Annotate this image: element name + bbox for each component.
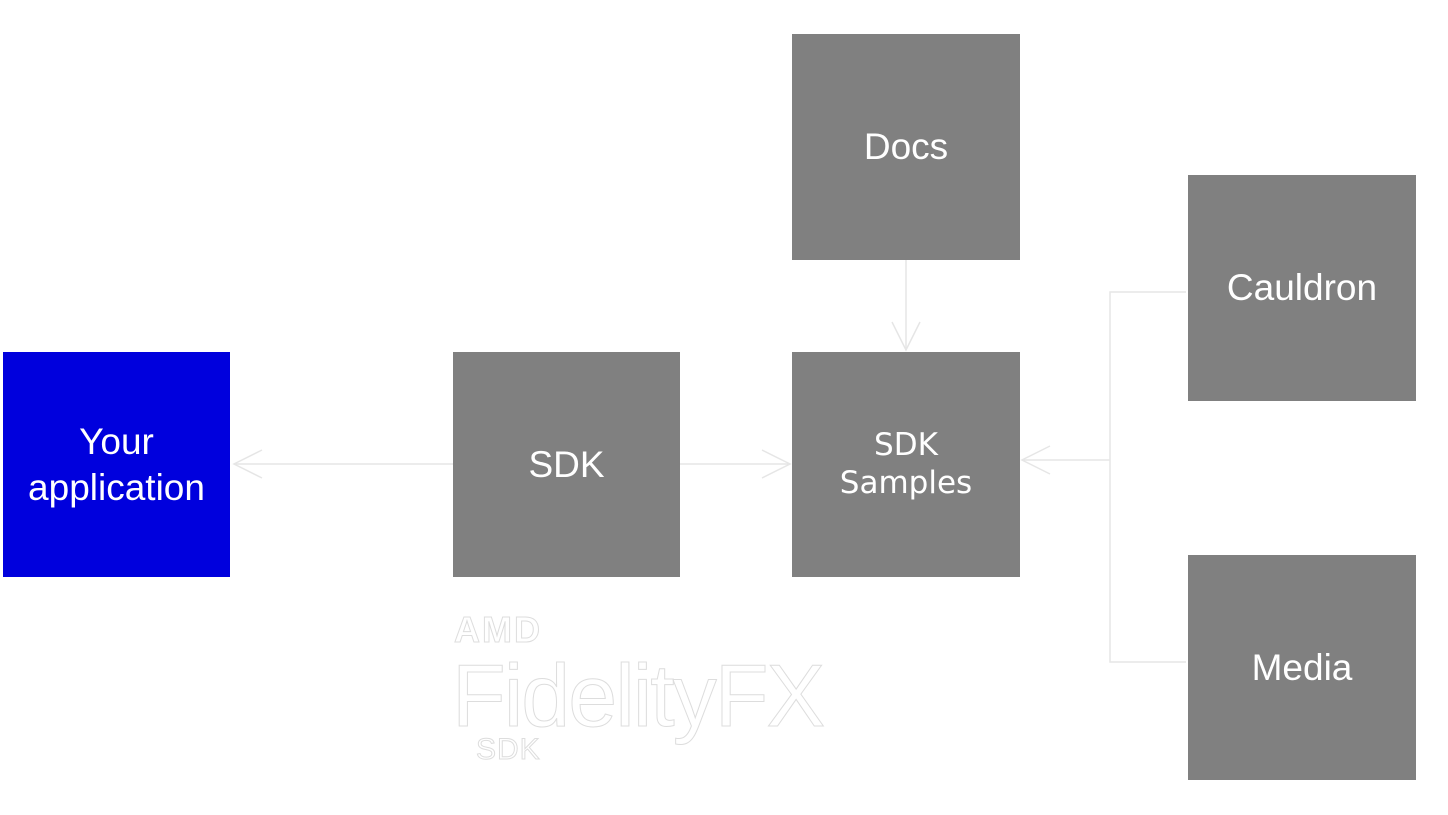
node-cauldron[interactable]: Cauldron — [1188, 175, 1416, 401]
arrowhead-samples-right — [1020, 445, 1051, 475]
node-cauldron-label: Cauldron — [1226, 267, 1378, 309]
node-sdk-samples[interactable]: SDK Samples — [792, 352, 1020, 577]
arrowhead-samples-left — [761, 449, 792, 479]
fidelityfx-sdk-logo: AMD FidelityFX SDK — [451, 605, 825, 775]
edge-lines — [232, 260, 1186, 663]
node-media-label: Media — [1251, 646, 1353, 688]
edge-cauldron-samples — [1109, 291, 1186, 663]
node-docs-label: Docs — [863, 126, 949, 168]
node-your-application-label: Your application — [28, 421, 205, 508]
logo-brand: AMD — [454, 609, 542, 651]
logo-product: FidelityFX — [451, 646, 825, 746]
node-docs[interactable]: Docs — [792, 34, 1020, 260]
node-media[interactable]: Media — [1188, 555, 1416, 780]
node-your-application[interactable]: Your application — [3, 352, 230, 577]
node-sdk-label: SDK — [528, 443, 605, 485]
logo-suffix: SDK — [476, 733, 541, 767]
node-sdk[interactable]: SDK — [453, 352, 680, 577]
arrowhead-samples-top — [891, 321, 921, 352]
arrowhead-app — [232, 449, 263, 479]
node-sdk-samples-label: SDK Samples — [839, 426, 973, 501]
